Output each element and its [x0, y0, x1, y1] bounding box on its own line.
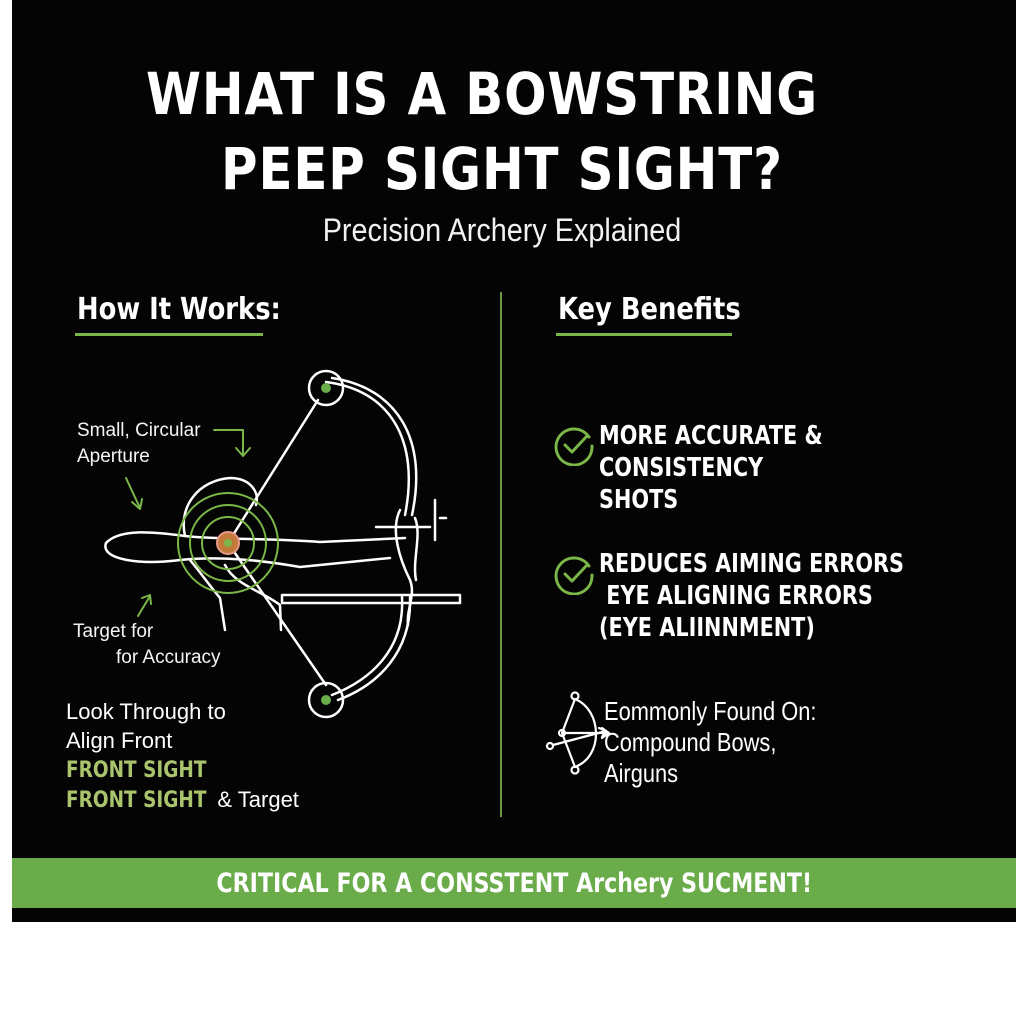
check-circle-icon	[554, 556, 594, 595]
benefit-errors: REDUCES AIMING ERRORS EYE ALIGNING ERROR…	[599, 548, 904, 644]
commonly-found-on: Eommonly Found On: Compound Bows, Airgun…	[604, 696, 816, 789]
benefit-2-line3: (EYE ALIINNMENT)	[599, 613, 815, 643]
aperture-label: Small, Circular Aperture	[77, 418, 201, 470]
target-label: Target for for Accuracy	[73, 619, 221, 671]
title-line-1: WHAT IS A BOWSTRING	[145, 60, 819, 128]
how-it-works-heading: How It Works:	[77, 292, 281, 327]
check-circle-icon	[554, 427, 594, 466]
found-line2: Compound Bows,	[604, 727, 777, 757]
front-sight-highlight-2: FRONT SIGHT	[66, 788, 207, 813]
aperture-label-line1: Small, Circular	[77, 420, 201, 441]
title-line-2: PEEP SIGHT SIGHT?	[221, 135, 783, 203]
benefit-1-line3: SHOTS	[599, 485, 679, 515]
column-divider	[500, 292, 502, 817]
found-line3: Airguns	[604, 758, 679, 788]
target-suffix: & Target	[211, 787, 299, 812]
front-sight-highlight: FRONT SIGHT	[66, 758, 207, 783]
benefit-2-line1: REDUCES AIMING ERRORS	[599, 549, 904, 579]
key-benefits-heading: Key Benefits	[558, 292, 741, 327]
target-label-line2: for Accuracy	[116, 647, 221, 668]
bottom-banner: CRITICAL FOR A CONSSTENT Archery SUCMENT…	[12, 858, 1016, 908]
benefit-1-line1: MORE ACCURATE &	[599, 421, 823, 451]
subtitle: Precision Archery Explained	[322, 212, 682, 248]
target-label-line1: Target for	[73, 621, 154, 642]
benefit-2-line2: EYE ALIGNING ERRORS	[599, 581, 873, 611]
key-benefits-underline	[556, 333, 732, 336]
how-it-works-underline	[75, 333, 263, 336]
found-line1: Eommonly Found On:	[604, 696, 817, 726]
aperture-label-line2: Aperture	[77, 446, 150, 467]
look-line1: Look Through to	[66, 699, 226, 724]
look-line2: Align Front	[66, 728, 173, 753]
bow-and-arrow-icon	[545, 691, 611, 775]
peep-sight-diagram-icon	[104, 369, 462, 719]
benefit-accuracy: MORE ACCURATE & CONSISTENCY SHOTS	[599, 420, 823, 516]
look-through-text: Look Through to Align Front FRONT SIGHT …	[66, 697, 299, 815]
banner-text: CRITICAL FOR A CONSSTENT Archery SUCMENT…	[216, 867, 812, 899]
infographic-panel	[12, 0, 1016, 922]
benefit-1-line2: CONSISTENCY	[599, 453, 764, 483]
